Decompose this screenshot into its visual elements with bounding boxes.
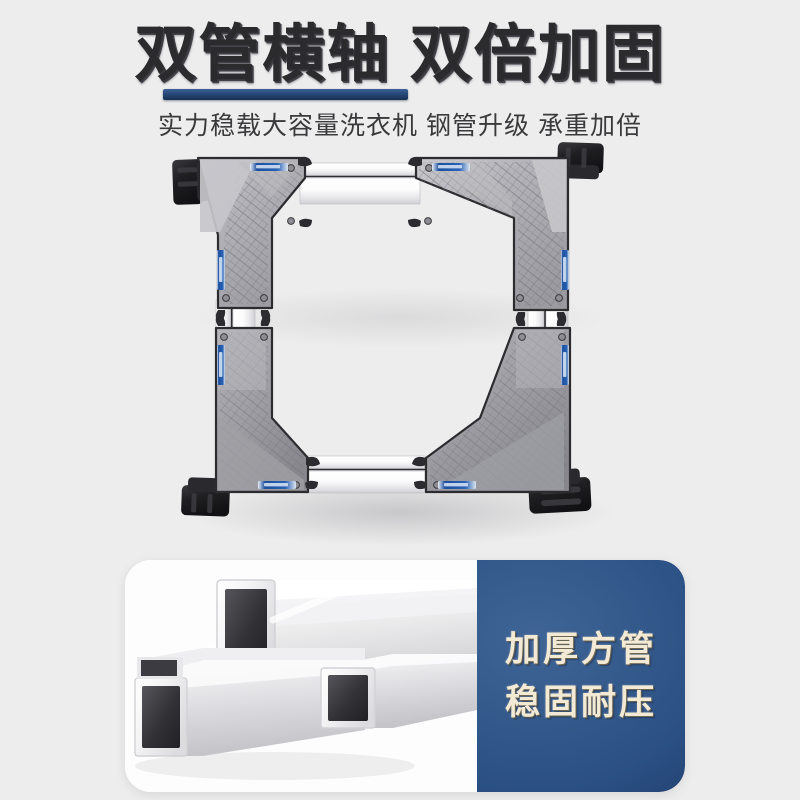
blue-spec-sticker <box>250 163 288 171</box>
feature-card: 加厚方管 稳固耐压 <box>125 560 685 792</box>
corner-bracket-top-left <box>196 156 312 321</box>
rubber-feet-group <box>172 142 604 517</box>
tube-lower-left <box>134 648 365 757</box>
square-tube-photo <box>125 560 477 792</box>
headline-underline-accent <box>163 89 408 100</box>
blue-spec-sticker <box>217 250 225 290</box>
page-headline: 双管横轴 双倍加固 <box>134 20 666 89</box>
page-subtitle: 实力稳载大容量洗衣机 钢管升级 承重加倍 <box>158 112 642 140</box>
blue-spec-sticker <box>432 163 470 171</box>
corner-bracket-bottom-left <box>214 315 320 494</box>
blue-spec-sticker <box>438 481 476 489</box>
feature-text-panel: 加厚方管 稳固耐压 <box>477 560 685 792</box>
blue-spec-sticker <box>561 345 569 385</box>
header-block: 双管横轴 双倍加固 实力稳载大容量洗衣机 钢管升级 承重加倍 <box>0 0 800 150</box>
product-image-washing-machine-base <box>160 140 630 550</box>
blue-spec-sticker <box>258 481 296 489</box>
blue-spec-sticker <box>217 345 225 385</box>
feature-line-2: 稳固耐压 <box>504 683 657 722</box>
blue-spec-sticker <box>561 250 569 290</box>
feature-line-1: 加厚方管 <box>504 629 657 669</box>
product-illustration <box>172 142 615 546</box>
tube-right <box>320 654 477 729</box>
corner-bracket-bottom-right <box>412 315 572 494</box>
corner-bracket-top-right <box>408 156 570 323</box>
square-tube-illustration <box>125 560 477 792</box>
